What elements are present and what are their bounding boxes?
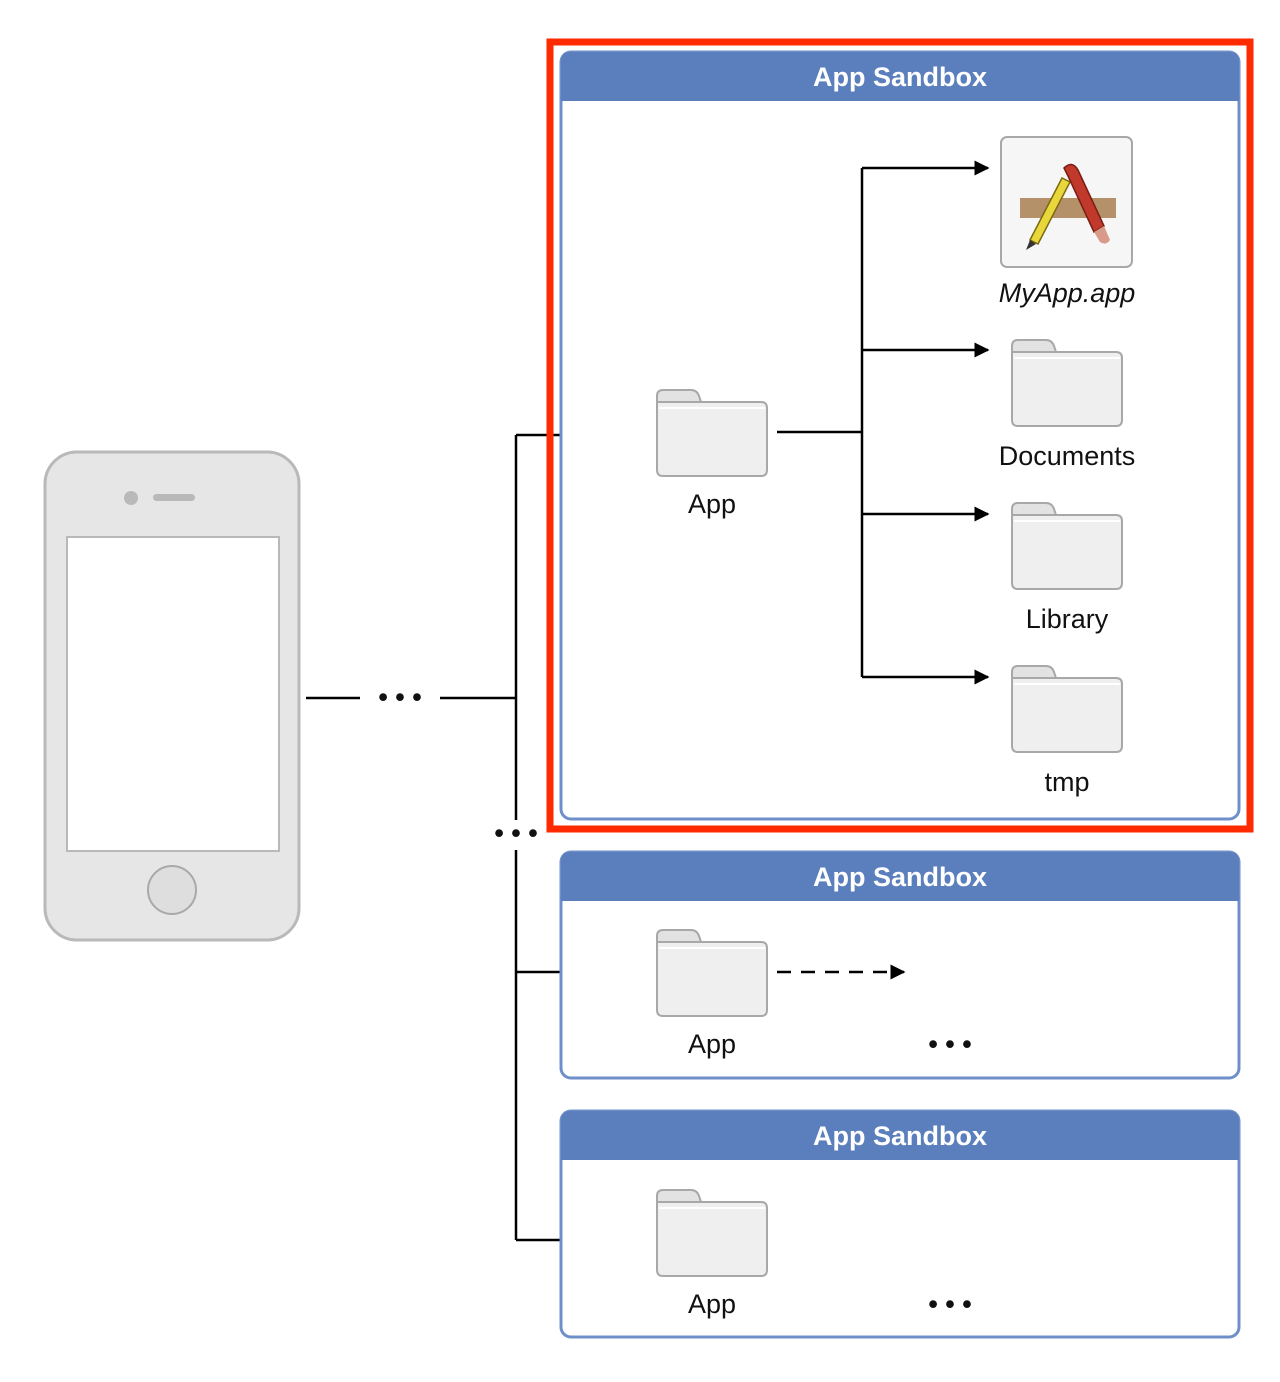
sandbox-box: App Sandbox App • • •	[559, 850, 1241, 1080]
app-folder-label: App	[688, 489, 736, 519]
highlight-frame	[546, 38, 1254, 833]
tmp-label: tmp	[1044, 767, 1089, 797]
sandbox-ellipsis: • • •	[928, 1289, 971, 1319]
app-folder-icon	[656, 389, 768, 477]
app-folder-label: App	[688, 1029, 736, 1059]
sandbox-list-ellipsis: • • •	[494, 818, 537, 848]
app-folder-label: App	[688, 1289, 736, 1319]
library-folder-icon	[1011, 502, 1123, 590]
sandbox-box: App Sandbox App MyApp.app Documents Libr…	[559, 50, 1241, 821]
sandbox-box: App Sandbox App • • •	[559, 1109, 1241, 1339]
app-folder-icon	[656, 1189, 768, 1277]
device-ellipsis: • • •	[378, 682, 421, 712]
sandbox-title: App Sandbox	[813, 62, 987, 92]
library-label: Library	[1026, 604, 1109, 634]
documents-label: Documents	[999, 441, 1136, 471]
sandbox-connectors	[777, 160, 990, 685]
sandbox-title: App Sandbox	[813, 862, 987, 892]
iphone-device-icon	[43, 450, 301, 942]
app-folder-icon	[656, 929, 768, 1017]
documents-folder-icon	[1011, 339, 1123, 427]
app-bundle-icon	[1000, 136, 1133, 268]
sandbox-ellipsis: • • •	[928, 1029, 971, 1059]
sandbox-title: App Sandbox	[813, 1121, 987, 1151]
myapp-label: MyApp.app	[999, 278, 1136, 308]
tmp-folder-icon	[1011, 665, 1123, 753]
